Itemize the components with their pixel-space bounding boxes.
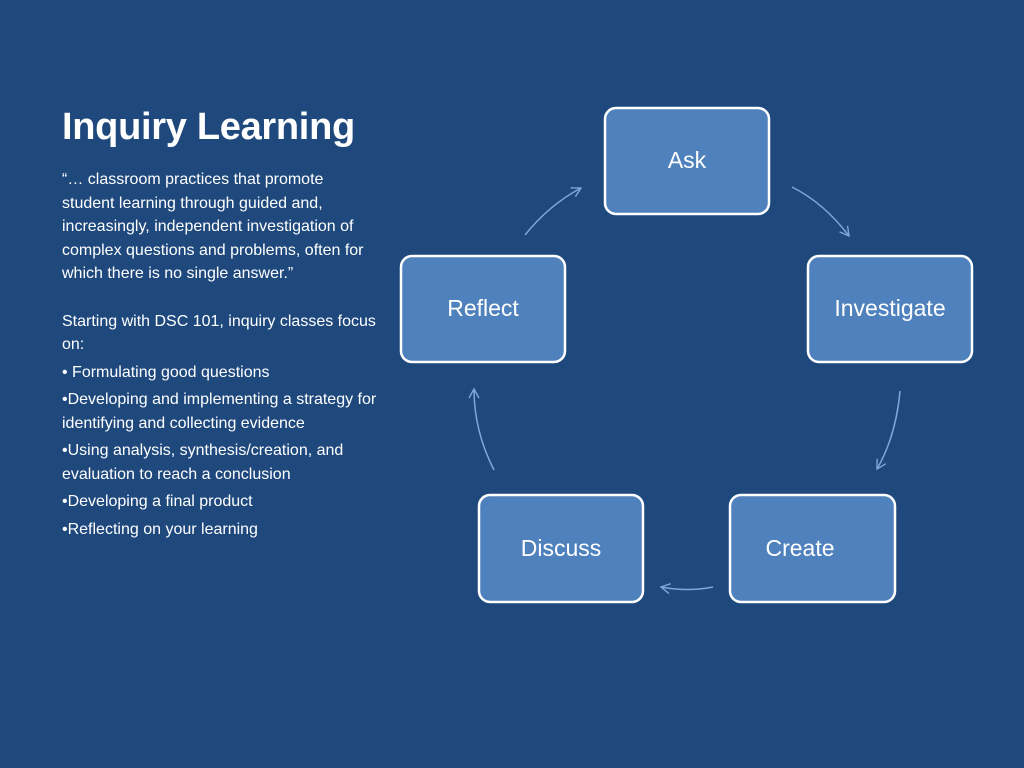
slide-body: “… classroom practices that promote stud… [62, 168, 380, 545]
node-discuss-label: Discuss [521, 535, 602, 561]
bullet-item: •Developing a final product [62, 493, 253, 510]
intro-text: Starting with DSC 101, inquiry classes f… [62, 312, 376, 354]
node-investigate-label: Investigate [834, 295, 945, 321]
definition-quote: “… classroom practices that promote stud… [62, 171, 364, 282]
arrow-create-to-discuss [659, 583, 714, 595]
node-investigate: Investigate [806, 254, 974, 364]
bullet-item: •Using analysis, synthesis/creation, and… [62, 442, 344, 483]
bullet-item: •Developing and implementing a strategy … [62, 391, 377, 432]
node-ask-label: Ask [668, 147, 707, 173]
bullet-item: •Reflecting on your learning [62, 520, 258, 538]
node-create-label: Create [765, 535, 834, 561]
bullet-item: • Formulating good questions [62, 363, 270, 381]
slide-title: Inquiry Learning [62, 106, 355, 148]
node-reflect: Reflect [399, 254, 567, 364]
arrow-reflect-to-ask [524, 187, 583, 236]
arrow-investigate-to-create [876, 390, 901, 471]
node-create: Create [728, 493, 897, 604]
node-discuss: Discuss [477, 493, 645, 604]
node-reflect-label: Reflect [447, 295, 519, 321]
arrow-discuss-to-reflect [468, 387, 495, 471]
node-ask: Ask [603, 106, 771, 216]
arrow-ask-to-investigate [791, 186, 850, 238]
